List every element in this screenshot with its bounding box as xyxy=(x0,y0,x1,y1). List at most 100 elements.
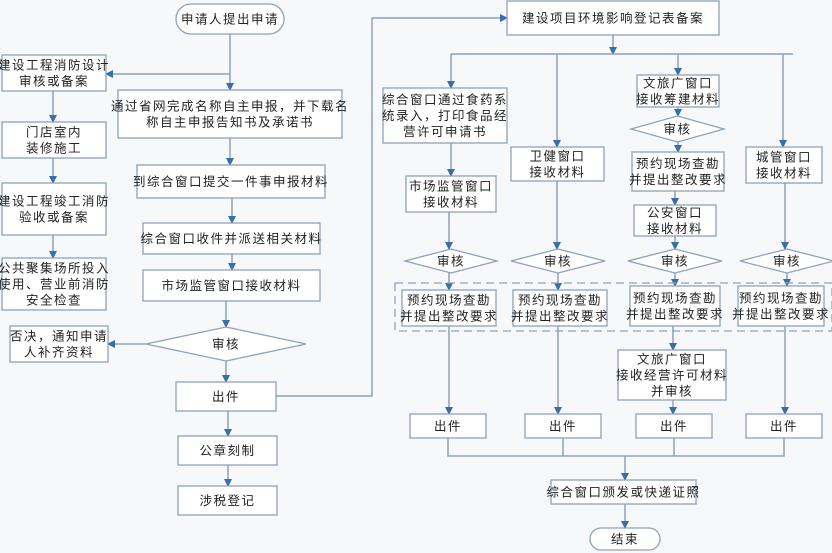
node-label: 否决，通知申请 xyxy=(10,329,108,344)
node-shape xyxy=(550,479,697,505)
node-label: 使用、营业前消防 xyxy=(0,277,110,292)
node-shape xyxy=(177,485,278,516)
node-label: 并提出整改要求 xyxy=(626,307,724,322)
review-1-decision: 审核 xyxy=(402,248,500,274)
node-shape xyxy=(117,89,343,139)
node-label: 文旅广窗口 xyxy=(643,76,713,91)
node-label: 预约现场查勘 xyxy=(407,293,491,308)
connectors xyxy=(49,14,793,529)
review-main-decision: 审核 xyxy=(145,326,307,362)
node-label: 并提出整改要求 xyxy=(629,172,727,187)
node-shape xyxy=(631,151,725,192)
node-label: 卫健窗口 xyxy=(529,149,585,164)
node-shape xyxy=(1,54,107,92)
node-shape xyxy=(628,115,727,143)
end-terminal: 结束 xyxy=(589,527,661,551)
node-shape xyxy=(633,204,717,237)
node-label: 审核 xyxy=(663,122,691,137)
market-receive-main-box: 市场监管窗口接收材料 xyxy=(142,269,321,302)
node-label: 人补齐资料 xyxy=(24,345,94,360)
node-label: 并提出整改要求 xyxy=(732,307,830,322)
node-label: 预约现场查勘 xyxy=(739,291,823,306)
node-shape xyxy=(745,146,823,184)
node-label: 统录入，打印食品经 xyxy=(382,108,508,123)
node-label: 出件 xyxy=(660,419,688,434)
node-label: 营许可申请书 xyxy=(403,124,487,139)
node-label: 审核 xyxy=(773,254,801,269)
node-shape xyxy=(142,222,321,255)
node-shape xyxy=(510,146,605,182)
node-label: 公安窗口 xyxy=(647,205,703,220)
node-label: 建设工程消防设计 xyxy=(0,58,110,73)
node-shape xyxy=(512,289,608,327)
seal-box: 公章刻制 xyxy=(177,435,278,466)
node-label: 预约现场查勘 xyxy=(633,291,717,306)
dispatch-box: 综合窗口收件并派送相关材料 xyxy=(140,222,322,255)
review-3a-decision: 审核 xyxy=(628,115,727,143)
node-label: 城管窗口 xyxy=(756,150,812,165)
node-label: 审核 xyxy=(437,254,465,269)
node-shape xyxy=(9,325,109,363)
node-shape xyxy=(175,381,277,412)
node-label: 申请人提出申请 xyxy=(181,12,279,27)
node-shape xyxy=(629,285,721,327)
node-label: 综合窗口颁发或快递证照 xyxy=(546,485,700,500)
node-label: 接收筹建材料 xyxy=(636,92,720,107)
review-3-decision: 审核 xyxy=(627,248,723,274)
node-shape xyxy=(402,248,500,274)
node-label: 出件 xyxy=(212,389,240,404)
node-shape xyxy=(739,248,832,274)
node-label: 门店室内 xyxy=(26,125,82,140)
node-label: 审核 xyxy=(661,254,689,269)
node-label: 出件 xyxy=(770,419,798,434)
node-label: 预约现场查勘 xyxy=(636,156,720,171)
connector xyxy=(447,438,785,457)
submit-materials-box: 到综合窗口提交一件事申报材料 xyxy=(133,164,329,199)
node-label: 并提出整改要求 xyxy=(400,309,498,324)
node-label: 到综合窗口提交一件事申报材料 xyxy=(133,174,329,189)
node-shape xyxy=(1,182,107,236)
node-shape xyxy=(409,413,487,439)
node-label: 综合窗口通过食药系 xyxy=(382,92,508,107)
node-shape xyxy=(737,285,825,327)
node-label: 安全检查 xyxy=(26,293,82,308)
node-shape xyxy=(1,121,107,159)
node-shape xyxy=(627,248,723,274)
node-label: 接收经营许可材料 xyxy=(616,368,728,383)
node-shape xyxy=(401,289,497,327)
node-label: 公共聚集场所投入 xyxy=(0,261,110,276)
node-shape xyxy=(524,413,602,439)
node-label: 装修施工 xyxy=(26,141,82,156)
node-label: 建设项目环境影响登记表备案 xyxy=(522,11,704,26)
node-shape xyxy=(142,269,321,302)
issue-3-box: 出件 xyxy=(635,413,713,439)
issue-4-box: 出件 xyxy=(745,413,823,439)
node-label: 涉税登记 xyxy=(199,493,255,508)
review-2-decision: 审核 xyxy=(510,248,606,274)
node-label: 并审核 xyxy=(651,384,693,399)
node-label: 文旅广窗口 xyxy=(637,352,707,367)
node-shape xyxy=(617,349,727,401)
node-label: 综合窗口收件并派送相关材料 xyxy=(140,231,322,246)
node-label: 接收材料 xyxy=(647,221,703,236)
node-shape xyxy=(510,248,606,274)
node-shape xyxy=(175,3,285,35)
issue-1-box: 出件 xyxy=(409,413,487,439)
issue-2-box: 出件 xyxy=(524,413,602,439)
node-label: 并提出整改要求 xyxy=(511,309,609,324)
inspection-group-frame xyxy=(394,282,832,332)
node-label: 接收材料 xyxy=(423,195,479,210)
node-shape xyxy=(506,0,720,36)
